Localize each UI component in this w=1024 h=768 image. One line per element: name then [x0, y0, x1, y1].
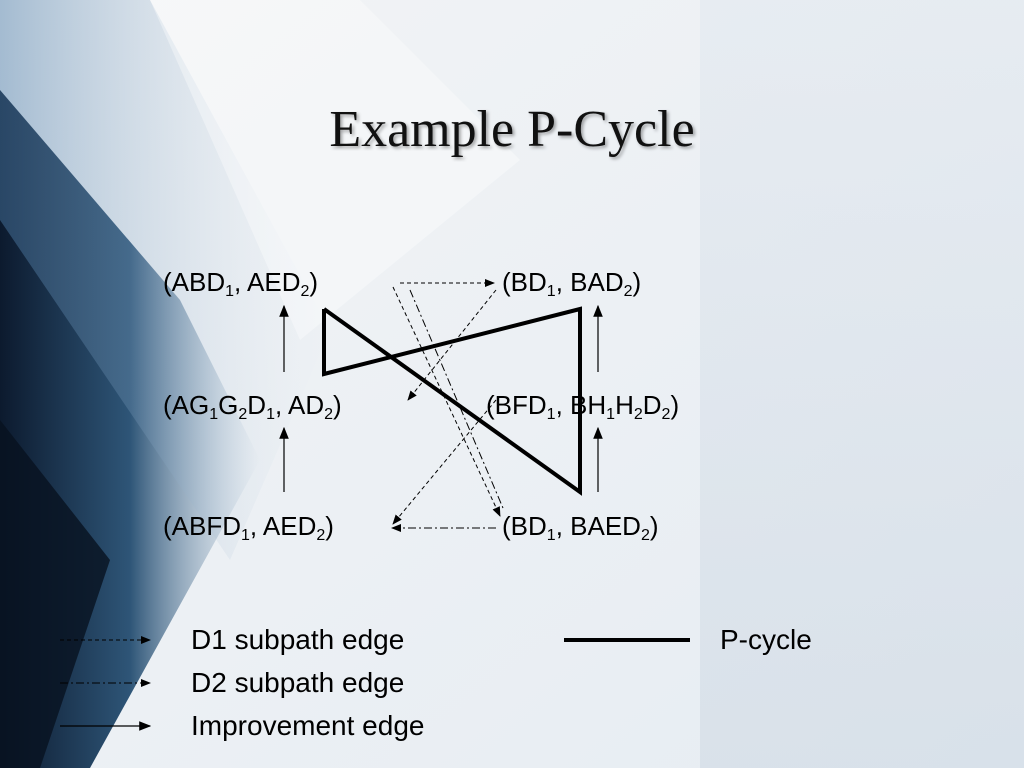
legend-d1-label: D1 subpath edge [191, 624, 405, 655]
d1-edge [392, 286, 501, 517]
node-abfd-aed: (ABFD1, AED2) [163, 511, 334, 544]
node-bfd-bhhd: (BFD1, BH1H2D2) [486, 390, 680, 423]
d1-edge [392, 399, 497, 525]
slide-title: Example P-Cycle [329, 101, 695, 158]
p-cycle-path [322, 306, 582, 496]
d1-edge [407, 289, 497, 401]
legend-pcycle-label: P-cycle [720, 624, 812, 655]
d2-edge [409, 289, 504, 509]
node-ag-ad: (AG1G2D1, AD2) [163, 390, 342, 423]
legend-d2-label: D2 subpath edge [191, 667, 405, 698]
node-abd-aed: (ABD1, AED2) [163, 267, 319, 300]
legend-improvement-label: Improvement edge [191, 710, 425, 741]
node-bd-baed: (BD1, BAED2) [502, 511, 659, 544]
node-bd-bad: (BD1, BAD2) [502, 267, 642, 300]
